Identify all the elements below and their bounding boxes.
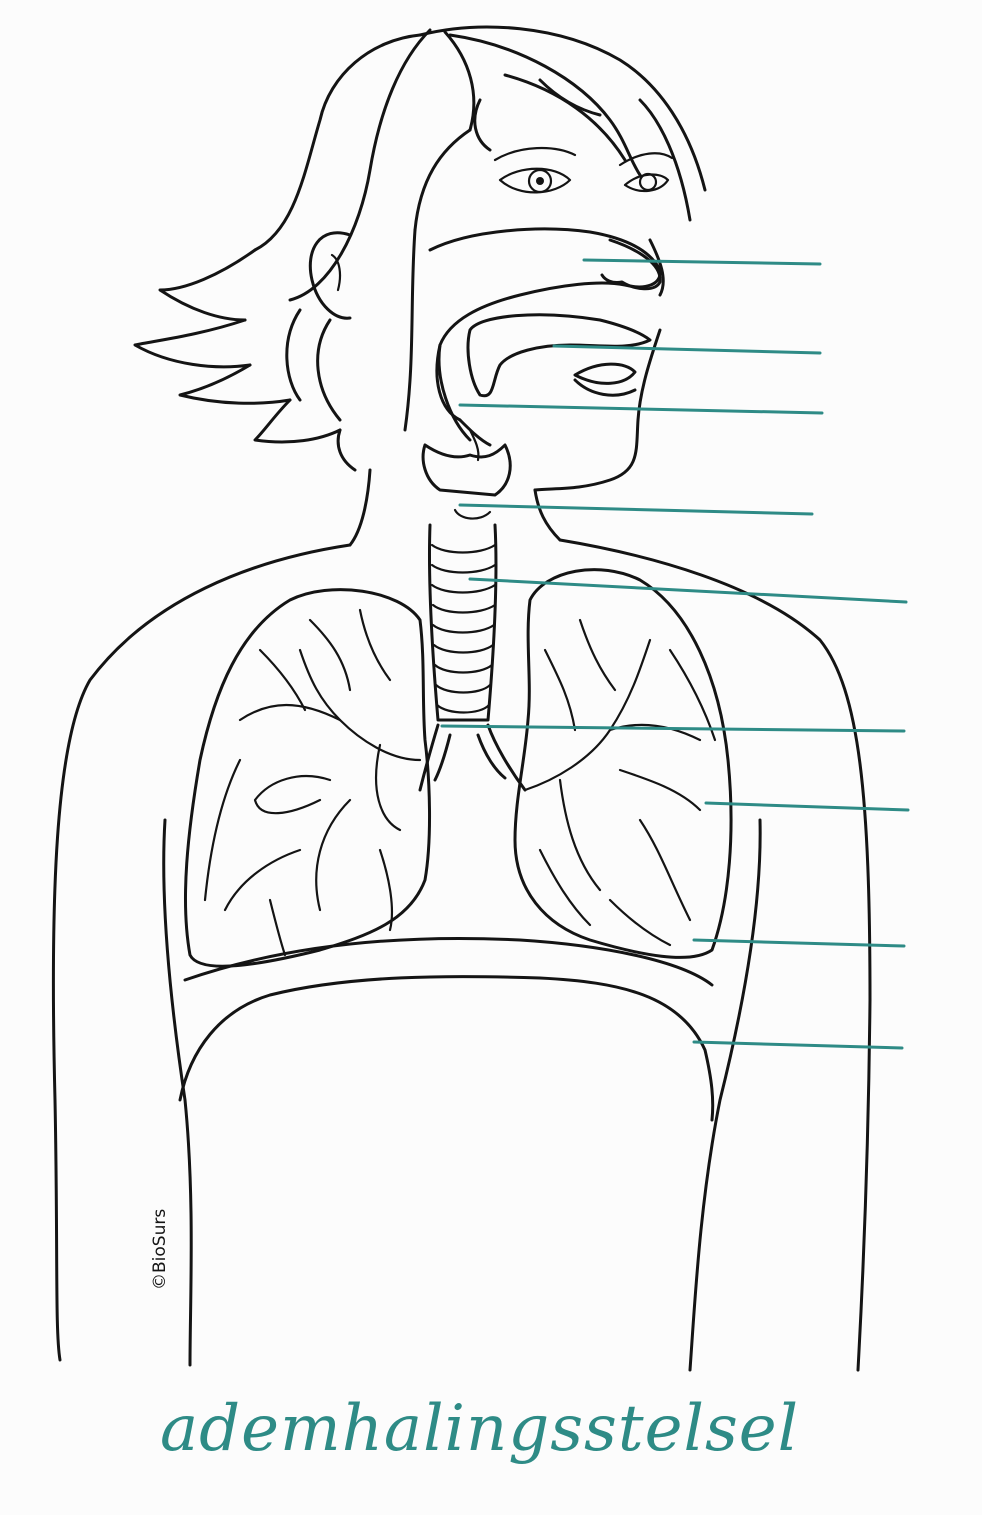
leader-bronchiole xyxy=(706,803,908,810)
lips xyxy=(575,364,635,395)
label-leaders xyxy=(442,260,908,1048)
hair xyxy=(135,27,705,470)
leader-larynx xyxy=(460,505,812,514)
leader-oral-cavity xyxy=(554,346,820,353)
credit-text: ©BioSurs xyxy=(150,1180,180,1290)
nasal-cavity xyxy=(430,229,660,420)
leader-nasal-cavity xyxy=(584,260,820,264)
right-lung xyxy=(185,590,429,967)
leader-lung xyxy=(694,940,904,946)
nose xyxy=(602,240,660,289)
bronchi xyxy=(420,725,525,790)
leader-pharynx xyxy=(460,405,822,413)
right-eye xyxy=(625,175,668,192)
face xyxy=(405,148,672,490)
left-lung xyxy=(515,570,731,958)
trachea xyxy=(429,525,496,720)
oral-cavity xyxy=(468,315,650,396)
diagram-title: ademhalingsstelsel xyxy=(160,1392,800,1472)
larynx xyxy=(423,445,510,495)
